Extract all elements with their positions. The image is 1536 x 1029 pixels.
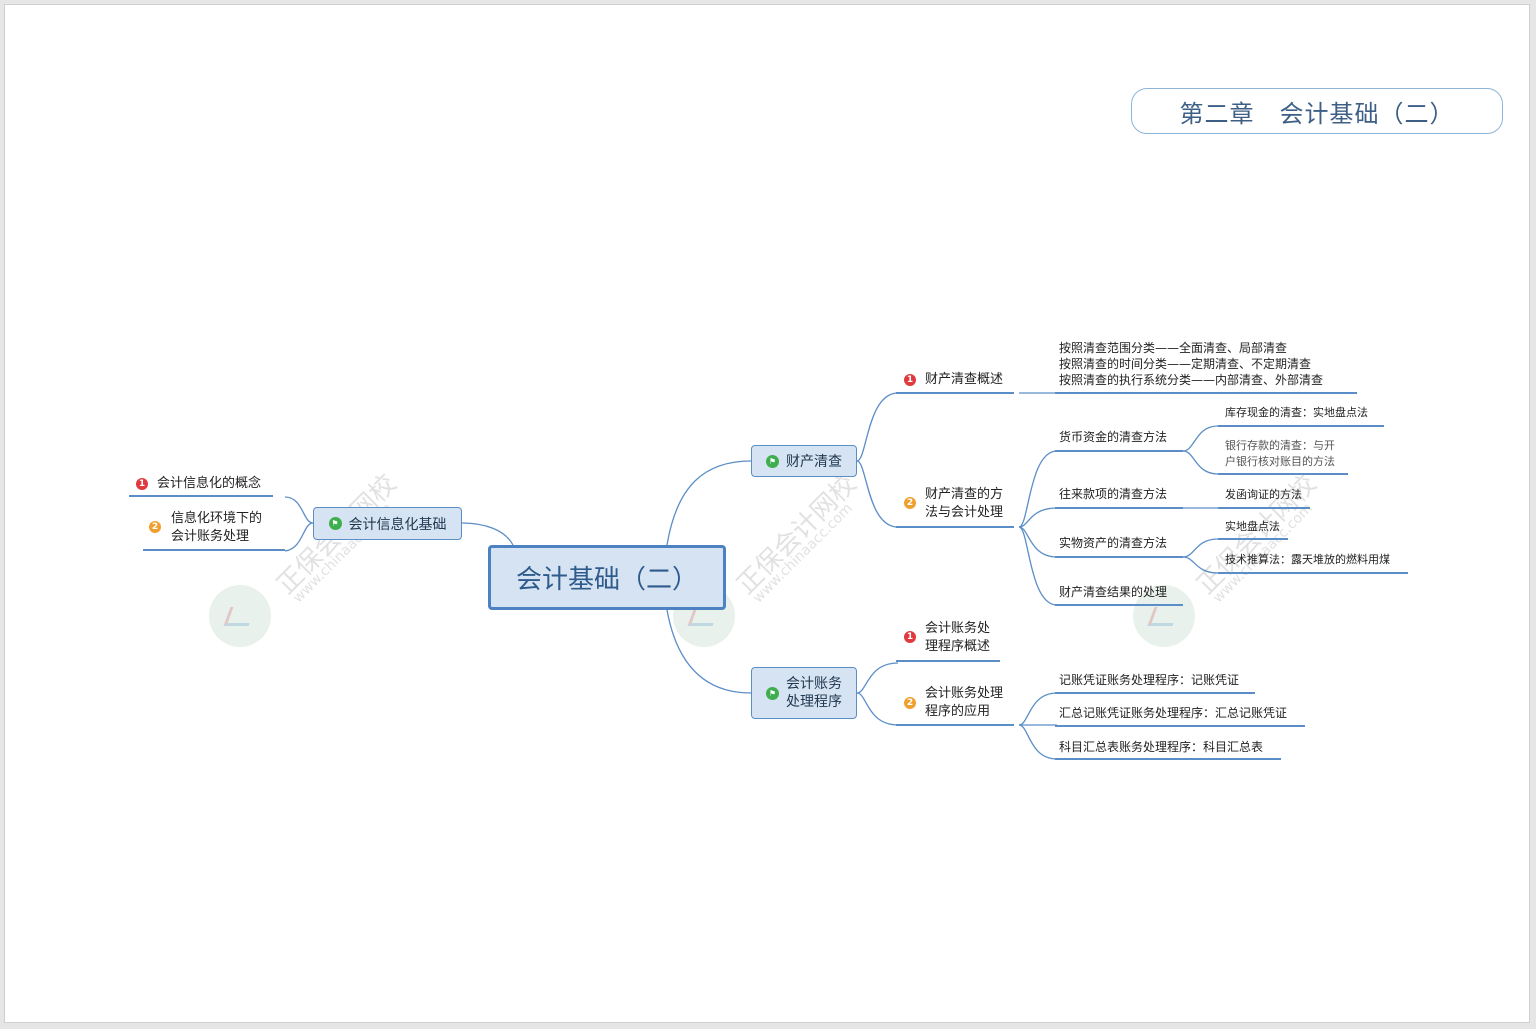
topic-label: 会计信息化基础 (348, 516, 447, 533)
root-topic[interactable]: 会计基础（二） (488, 545, 726, 610)
sub-confirmation-letter: 发函询证的方法 (1225, 488, 1302, 501)
method-receivables[interactable]: 往来款项的清查方法 (1059, 487, 1168, 501)
method-physical-assets[interactable]: 实物资产的清查方法 (1059, 536, 1168, 550)
flag-icon: ⚑ (328, 517, 342, 530)
badge-2-icon: 2 (904, 697, 916, 709)
underline (1055, 725, 1305, 727)
underline (896, 392, 1014, 394)
topic-accounting-procedures[interactable]: ⚑ 会计账务 处理程序 (751, 667, 857, 719)
sub-physical-count: 实地盘点法 (1225, 520, 1280, 533)
underline (1055, 507, 1183, 509)
topic-label: 会计账务 处理程序 (786, 676, 842, 710)
connector-lines (284, 392, 1219, 760)
inventory-category-item: 按照清查的执行系统分类——内部清查、外部清查 (1059, 373, 1324, 387)
underline (1055, 604, 1183, 606)
chapter-title: 第二章 会计基础（二） (1131, 88, 1503, 134)
watermark-logo (209, 585, 271, 647)
topic-accounting-informatization[interactable]: ⚑ 会计信息化基础 (313, 507, 462, 540)
underline (1055, 692, 1255, 694)
badge-1-icon: 1 (136, 478, 148, 490)
topic-property-inventory[interactable]: ⚑ 财产清查 (751, 445, 857, 477)
underline (1218, 538, 1288, 540)
underline (1055, 758, 1281, 760)
badge-2-icon: 2 (149, 521, 161, 533)
inventory-category-item: 按照清查的时间分类——定期清查、不定期清查 (1059, 357, 1312, 371)
root-topic-label: 会计基础（二） (515, 565, 698, 595)
inventory-category-item: 按照清查范围分类——全面清查、局部清查 (1059, 341, 1288, 355)
procedure-item: 科目汇总表账务处理程序：科目汇总表 (1059, 740, 1264, 754)
subtopic-informatization-accounting[interactable]: 信息化环境下的 会计账务处理 (171, 511, 263, 544)
method-result-handling[interactable]: 财产清查结果的处理 (1059, 585, 1168, 599)
badge-2-icon: 2 (904, 497, 916, 509)
sub-cash-count: 库存现金的清查：实地盘点法 (1225, 406, 1368, 419)
watermark-logo (1133, 585, 1195, 647)
procedure-item: 汇总记账凭证账务处理程序：汇总记账凭证 (1059, 706, 1288, 720)
underline (1055, 392, 1357, 394)
flag-icon: ⚑ (766, 454, 779, 468)
subtopic-informatization-concept[interactable]: 会计信息化的概念 (157, 476, 262, 491)
subtopic-inventory-methods[interactable]: 财产清查的方 法与会计处理 (925, 487, 1004, 520)
underline (1218, 473, 1348, 475)
underline (1055, 556, 1183, 558)
sub-technical-estimate: 技术推算法：露天堆放的燃料用煤 (1225, 553, 1390, 566)
underline (1218, 572, 1408, 574)
underline (1218, 425, 1384, 427)
canvas: 正保会计网校 www.chinaacc.com 正保会计网校 www.china… (4, 4, 1530, 1023)
topic-label: 财产清查 (786, 454, 842, 470)
underline (1218, 507, 1310, 509)
subtopic-procedures-overview[interactable]: 会计账务处 理程序概述 (925, 621, 991, 654)
flag-icon: ⚑ (766, 686, 779, 700)
underline (896, 660, 1000, 662)
chapter-title-text: 第二章 会计基础（二） (1179, 99, 1455, 128)
procedure-item: 记账凭证账务处理程序：记账凭证 (1059, 673, 1240, 687)
badge-1-icon: 1 (904, 631, 916, 643)
underline (143, 549, 285, 551)
sub-bank-reconcile: 银行存款的清查：与开 户银行核对账目的方法 (1225, 439, 1335, 468)
method-monetary-funds[interactable]: 货币资金的清查方法 (1059, 430, 1168, 444)
badge-1-icon: 1 (904, 374, 916, 386)
subtopic-inventory-overview[interactable]: 财产清查概述 (925, 372, 1004, 387)
underline (896, 724, 1014, 726)
underline (1055, 450, 1183, 452)
underline (129, 495, 273, 497)
subtopic-procedures-application[interactable]: 会计账务处理 程序的应用 (925, 686, 1004, 719)
underline (896, 526, 1014, 528)
